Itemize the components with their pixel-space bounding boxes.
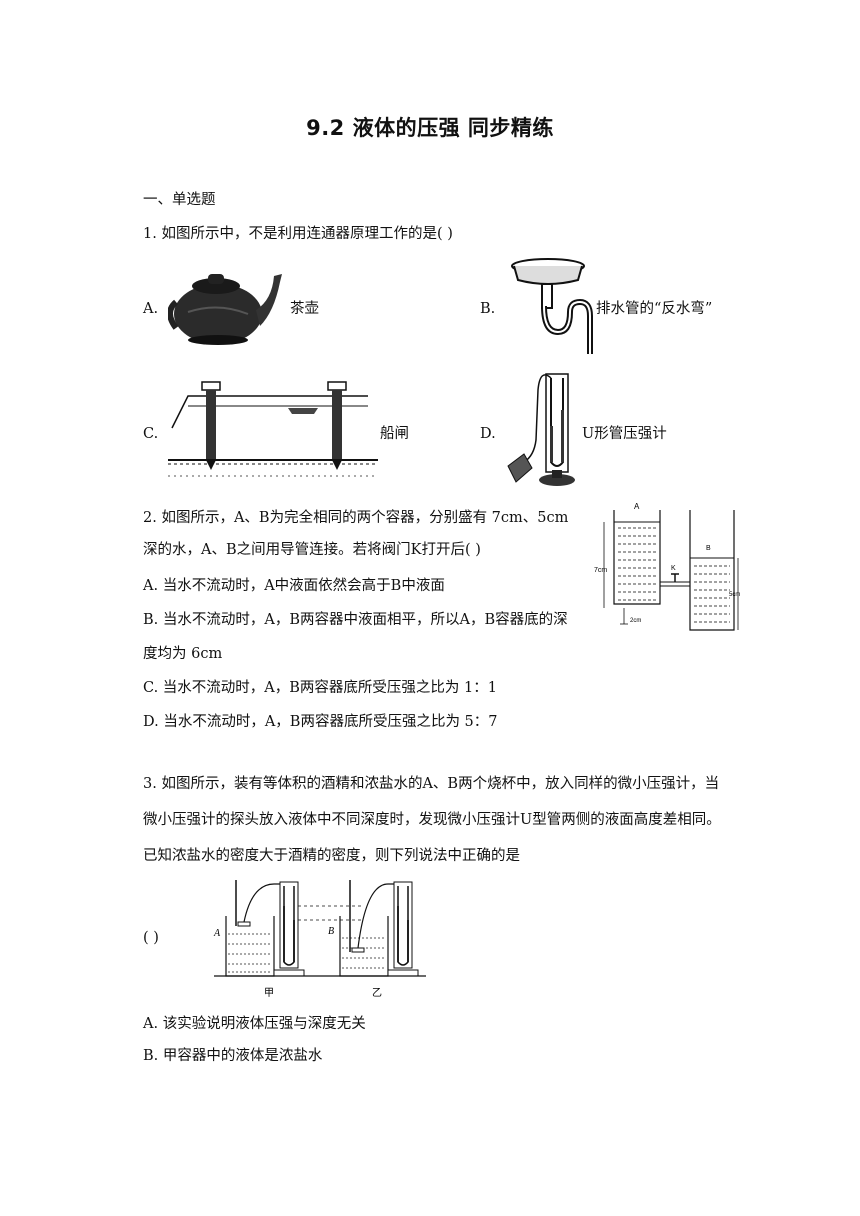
q2-option-b-line2: 度均为 6cm: [143, 646, 223, 662]
q3-answer-bracket: ( ): [143, 930, 159, 946]
q1-stem: 1. 如图所示中，不是利用连通器原理工作的是( ): [143, 226, 453, 242]
q1-option-d-label: U形管压强计: [582, 426, 667, 442]
ship-lock-figure: [168, 376, 378, 484]
q2-fig-label-a: A: [634, 502, 640, 511]
q3-stem-line1: 3. 如图所示，装有等体积的酒精和浓盐水的A、B两个烧杯中，放入同样的微小压强计…: [143, 776, 720, 792]
q3-stem-line3: 已知浓盐水的密度大于酒精的密度，则下列说法中正确的是: [143, 848, 520, 864]
q1-option-c-label: 船闸: [380, 426, 409, 442]
q2-option-c: C. 当水不流动时，A，B两容器底所受压强之比为 1：1: [143, 680, 497, 696]
page-title: 9.2 液体的压强 同步精练: [306, 116, 554, 140]
q2-fig-label-7cm: 7cm: [594, 567, 607, 574]
q2-option-a: A. 当水不流动时，A中液面依然会高于B中液面: [143, 578, 445, 594]
q3-manometer-figure: A B: [212, 876, 428, 1000]
q2-fig-label-2cm: 2cm: [630, 618, 641, 624]
drain-trap-figure: [508, 256, 598, 356]
q3-fig-label-jia: 甲: [264, 988, 274, 999]
q3-option-a: A. 该实验说明液体压强与深度无关: [143, 1016, 366, 1032]
q2-fig-label-b: B: [706, 545, 711, 552]
section-heading: 一、单选题: [143, 192, 216, 208]
q2-fig-label-k: K: [671, 565, 676, 572]
q2-stem-line2: 深的水，A、B之间用导管连接。若将阀门K打开后( ): [143, 542, 481, 558]
q1-option-a-label: 茶壶: [290, 301, 319, 317]
q1-option-d-letter: D.: [480, 426, 496, 442]
q2-fig-label-5cm: 5cm: [729, 592, 740, 598]
u-tube-manometer-figure: [506, 370, 578, 492]
q3-stem-line2: 微小压强计的探头放入液体中不同深度时，发现微小压强计U型管两侧的液面高度差相同。: [143, 812, 721, 828]
q1-option-b-label: 排水管的“反水弯”: [596, 301, 713, 317]
q3-fig-label-b: B: [328, 926, 334, 937]
teapot-figure: [168, 262, 288, 350]
q2-stem-line1: 2. 如图所示，A、B为完全相同的两个容器，分别盛有 7cm、5cm: [143, 510, 569, 526]
q2-option-b-line1: B. 当水不流动时，A，B两容器中液面相平，所以A，B容器底的深: [143, 612, 568, 628]
q1-option-a-letter: A.: [143, 301, 159, 317]
q2-containers-figure: A 7cm K B 5cm 2cm: [594, 502, 744, 634]
q1-option-b-letter: B.: [480, 301, 496, 317]
q3-fig-label-yi: 乙: [372, 987, 382, 999]
q3-fig-label-a: A: [213, 928, 221, 939]
q3-option-b: B. 甲容器中的液体是浓盐水: [143, 1048, 323, 1064]
q2-option-d: D. 当水不流动时，A，B两容器底所受压强之比为 5：7: [143, 714, 498, 730]
q1-option-c-letter: C.: [143, 426, 159, 442]
